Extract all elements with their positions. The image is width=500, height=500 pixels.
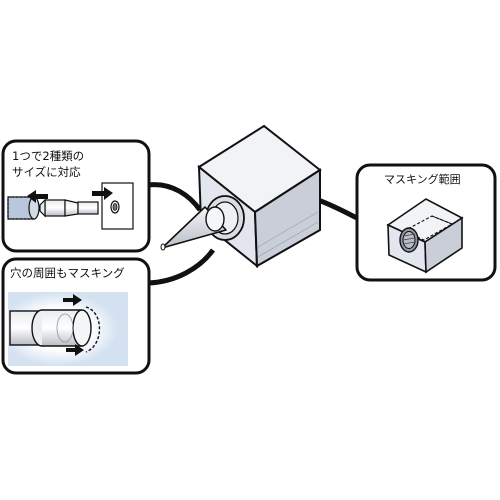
callout-two-sizes-line2: サイズに対応 bbox=[12, 165, 81, 179]
center-masking-plug bbox=[160, 195, 245, 251]
leader-right bbox=[317, 197, 359, 221]
callout-masking-range: マスキング範囲 bbox=[355, 163, 497, 282]
arrow-out-top-icon bbox=[63, 294, 82, 306]
center-cube bbox=[197, 124, 322, 269]
leader-bottom-left bbox=[147, 248, 216, 286]
masking-range-cube bbox=[386, 198, 464, 274]
callout-two-sizes-line1: 1つで2種類の bbox=[12, 149, 84, 163]
arrow-left-icon bbox=[27, 190, 48, 203]
callout-hole-surround-line1: 穴の周囲もマスキング bbox=[10, 266, 125, 280]
leader-lines bbox=[147, 182, 359, 286]
arrow-right-icon bbox=[92, 187, 113, 200]
hole-plug-illustration bbox=[9, 306, 101, 353]
callout-hole-surround: 穴の周囲もマスキング bbox=[1, 257, 151, 375]
leader-top-left bbox=[147, 182, 203, 212]
callout-masking-range-line1: マスキング範囲 bbox=[384, 172, 461, 186]
arrow-out-bottom-icon bbox=[66, 344, 84, 356]
cube-right-face bbox=[253, 168, 321, 268]
callout-two-sizes: 1つで2種類の サイズに対応 bbox=[1, 139, 151, 253]
